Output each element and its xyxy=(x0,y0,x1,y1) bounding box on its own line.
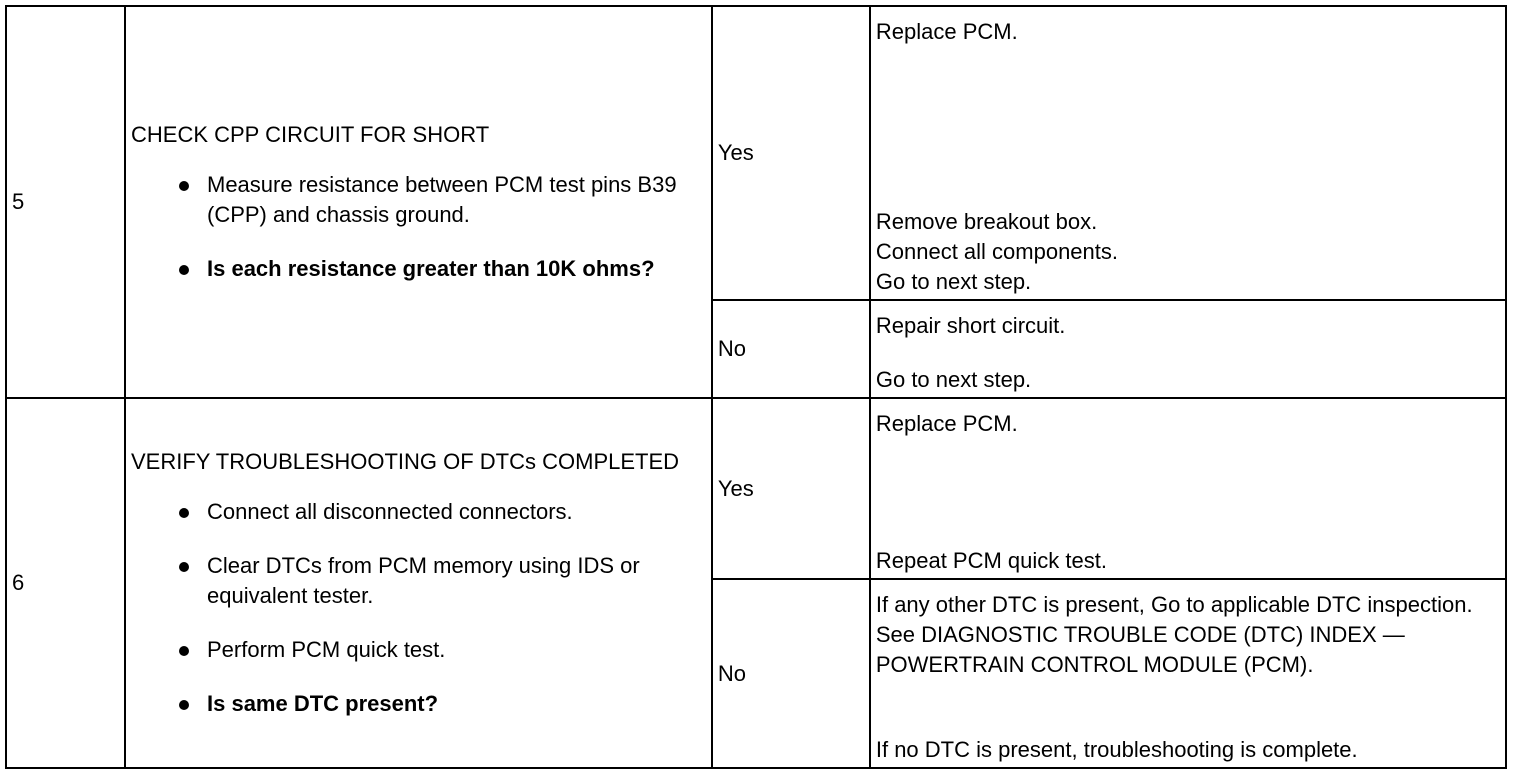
result-yes: Replace PCM. Remove breakout box. Connec… xyxy=(868,5,1508,301)
result-no: If any other DTC is present, Go to appli… xyxy=(868,578,1508,769)
result-line: Repeat PCM quick test. xyxy=(875,548,1107,573)
step-action: VERIFY TROUBLESHOOTING OF DTCs COMPLETED… xyxy=(124,397,713,769)
step-number: 6 xyxy=(5,397,126,769)
step-bullet: Measure resistance between PCM test pins… xyxy=(173,170,706,230)
step-bullet-list: Measure resistance between PCM test pins… xyxy=(131,170,706,284)
step-bullet: Connect all disconnected connectors. xyxy=(173,497,706,527)
step-row-6: 6 VERIFY TROUBLESHOOTING OF DTCs COMPLET… xyxy=(5,397,1508,769)
step-heading: VERIFY TROUBLESHOOTING OF DTCs COMPLETED xyxy=(131,449,680,474)
result-line: Go to next step. xyxy=(875,367,1032,392)
step-number: 5 xyxy=(5,5,126,399)
result-line: Repair short circuit. xyxy=(875,313,1066,338)
answer-yes: Yes xyxy=(710,397,871,580)
answer-yes: Yes xyxy=(710,5,871,301)
step-question: Is same DTC present? xyxy=(173,689,706,719)
result-line: Connect all components. xyxy=(875,239,1118,264)
step-bullet-list: Connect all disconnected connectors. Cle… xyxy=(131,497,706,719)
result-line: If any other DTC is present, Go to appli… xyxy=(875,592,1473,677)
step-row-5: 5 CHECK CPP CIRCUIT FOR SHORT Measure re… xyxy=(5,5,1508,399)
answer-no: No xyxy=(710,299,871,399)
result-line: Go to next step. xyxy=(875,269,1032,294)
result-line: Remove breakout box. xyxy=(875,209,1098,234)
step-question: Is each resistance greater than 10K ohms… xyxy=(173,254,706,284)
result-yes: Replace PCM. Repeat PCM quick test. xyxy=(868,397,1508,580)
step-action: CHECK CPP CIRCUIT FOR SHORT Measure resi… xyxy=(124,5,713,399)
step-row-5-no: No Repair short circuit. Go to next step… xyxy=(6,299,1508,399)
step-bullet: Clear DTCs from PCM memory using IDS or … xyxy=(173,551,706,611)
step-bullet: Perform PCM quick test. xyxy=(173,635,706,665)
step-heading: CHECK CPP CIRCUIT FOR SHORT xyxy=(131,122,490,147)
result-line: Replace PCM. xyxy=(875,411,1018,436)
result-no: Repair short circuit. Go to next step. xyxy=(868,299,1508,399)
result-line: Replace PCM. xyxy=(875,19,1018,44)
answer-no: No xyxy=(710,578,871,769)
step-row-6-no: No If any other DTC is present, Go to ap… xyxy=(6,578,1508,769)
diagnostic-table: 5 CHECK CPP CIRCUIT FOR SHORT Measure re… xyxy=(5,5,1508,769)
result-line: If no DTC is present, troubleshooting is… xyxy=(875,737,1358,762)
